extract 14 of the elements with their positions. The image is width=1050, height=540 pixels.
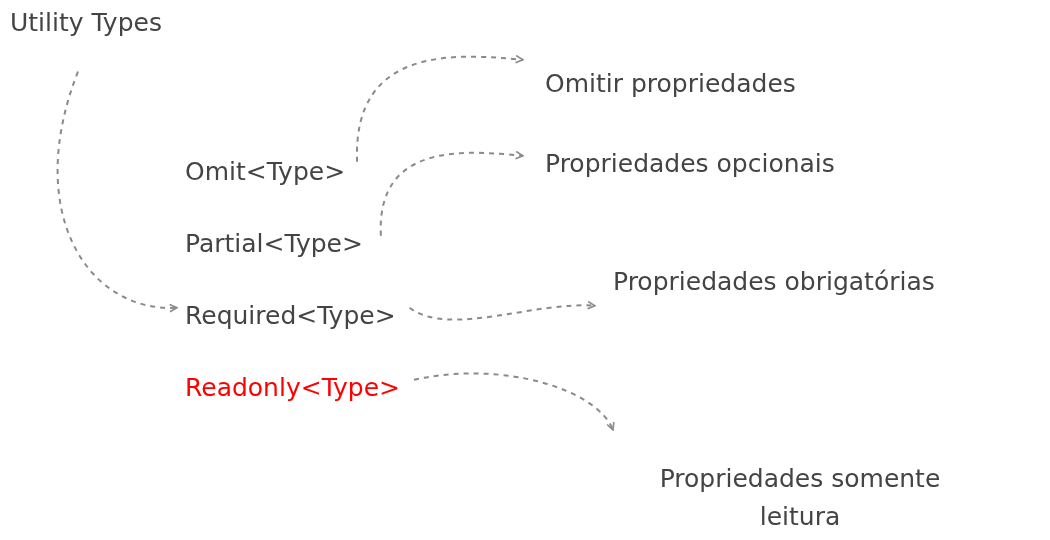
description-label: Propriedades opcionais xyxy=(545,148,835,180)
dashed-arrow xyxy=(379,150,524,237)
type-label: Readonly<Type> xyxy=(185,372,400,404)
description-label: Propriedades somente leitura xyxy=(658,463,942,533)
node-label: Utility Types xyxy=(10,7,162,39)
type-label: Required<Type> xyxy=(185,300,396,332)
dashed-arrow xyxy=(356,54,524,163)
description-label: Omitir propriedades xyxy=(545,68,796,100)
description-label: Propriedades obrigatórias xyxy=(613,266,935,298)
type-label: Partial<Type> xyxy=(185,228,363,260)
type-label: Omit<Type> xyxy=(185,156,346,188)
dashed-arrow xyxy=(408,301,596,321)
dashed-arrow xyxy=(56,70,178,312)
dashed-arrow xyxy=(413,372,614,431)
